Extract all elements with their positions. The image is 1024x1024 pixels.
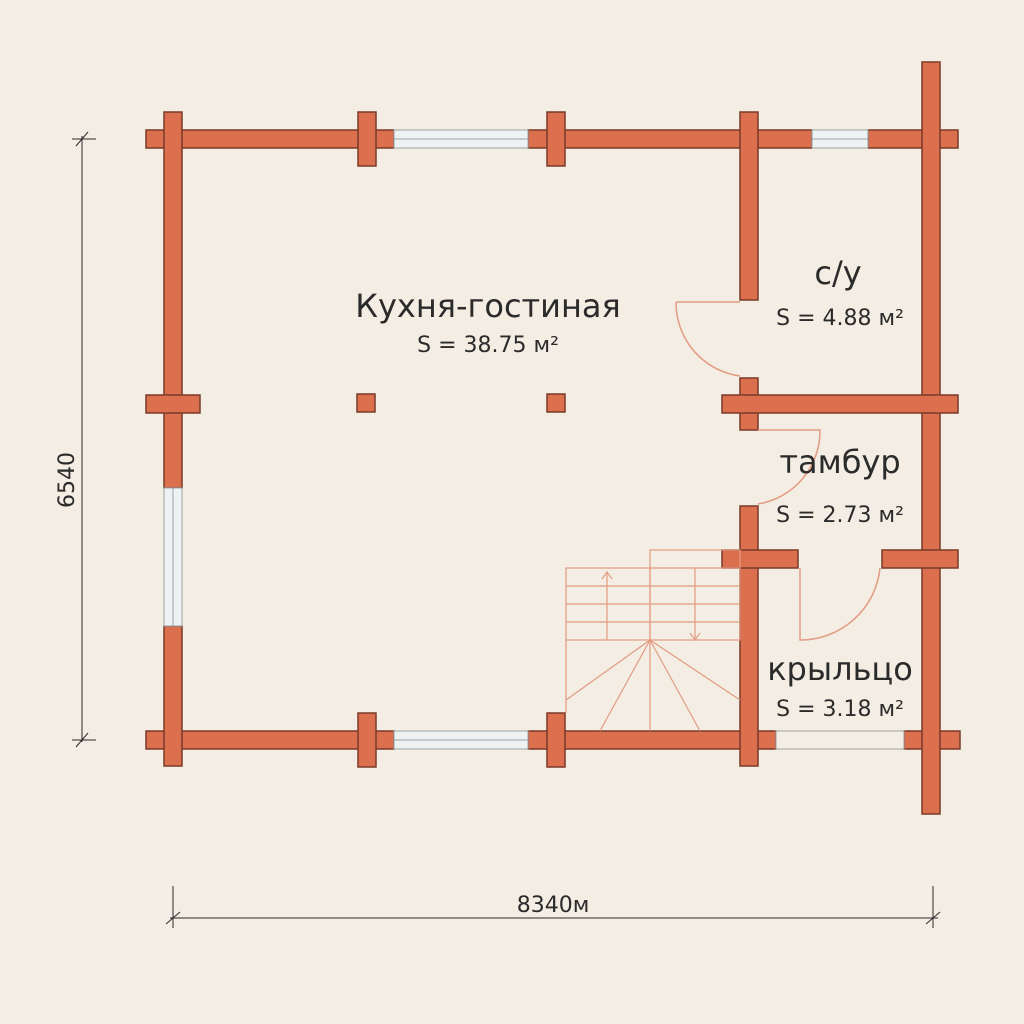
room-area-wc: S = 4.88 м² [776, 306, 904, 331]
wall-tambur-porch-right [881, 549, 959, 569]
joint-top-2 [546, 111, 566, 167]
room-name-kitchen: Кухня-гостиная [355, 287, 621, 325]
door-tambur [757, 429, 821, 505]
room-area-kitchen: S = 38.75 м² [417, 333, 559, 358]
wall-top-left [145, 129, 395, 149]
joint-bottom-1 [357, 712, 377, 768]
door-wc [675, 301, 741, 377]
column-left [356, 393, 376, 413]
room-name-tambur: тамбур [779, 443, 900, 481]
wall-top-mid [527, 129, 813, 149]
wall-tambur-porch-left [721, 549, 799, 569]
wall-left-lower [163, 625, 183, 767]
room-name-porch: крыльцо [767, 650, 913, 688]
wall-right [921, 61, 941, 815]
column-right [546, 393, 566, 413]
wall-partition-upper [739, 111, 759, 301]
wall-wc-tambur [721, 394, 959, 414]
wall-top-right [867, 129, 959, 149]
wall-left-upper [163, 111, 183, 489]
joint-left-mid [145, 394, 201, 414]
dim-width-label: 8340м [517, 893, 590, 918]
joint-bottom-2 [546, 712, 566, 768]
windows [163, 129, 905, 750]
joint-top-1 [357, 111, 377, 167]
dim-height-label: 6540 [55, 452, 80, 508]
room-area-porch: S = 3.18 м² [776, 697, 904, 722]
dimension-lines [72, 131, 941, 928]
room-area-tambur: S = 2.73 м² [776, 503, 904, 528]
doors [675, 301, 881, 641]
wall-bottom-left [145, 730, 395, 750]
walls [145, 61, 961, 815]
room-name-wc: с/у [814, 254, 861, 292]
wall-partition-bottom [739, 505, 759, 767]
door-porch [799, 567, 881, 641]
porch-opening [775, 730, 905, 750]
stairs [565, 549, 741, 732]
